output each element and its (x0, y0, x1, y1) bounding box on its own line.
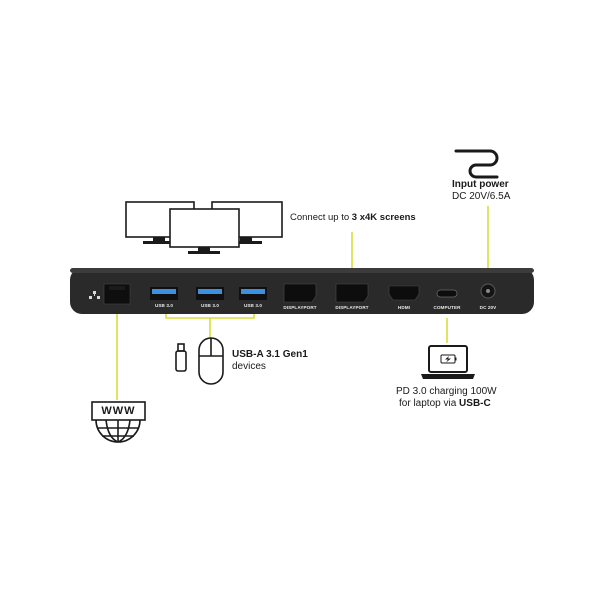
screens-callout: Connect up to 3 x4K screens (290, 212, 416, 223)
monitor-icon (169, 208, 240, 254)
screens-callout-prefix: Connect up to (290, 212, 352, 223)
dc-power-port (480, 283, 496, 299)
usb-c-port (436, 289, 458, 298)
screens-callout-bold: 3 x4K screens (351, 212, 416, 223)
port-label-hdmi: HDMI (397, 305, 411, 310)
charging-callout-prefix: for laptop via (399, 398, 460, 409)
usb-a-port (196, 287, 224, 300)
usb-a-port (150, 287, 178, 300)
charging-icon (440, 354, 457, 364)
displayport-port (283, 283, 317, 303)
port-label-displayport-1: DISPLAYPORT (283, 305, 317, 310)
globe-icon (95, 419, 141, 443)
monitor-group (125, 201, 283, 254)
port-label-usb-2: USB 3.0 (200, 303, 220, 308)
port-label-usb-c: COMPUTER (433, 305, 461, 310)
www-badge-text: WWW (101, 405, 136, 417)
usb-callout-title: USB-A 3.1 Gen1 (232, 349, 308, 360)
power-callout-detail: DC 20V/6.5A (452, 191, 511, 202)
usb-stick-icon (175, 343, 187, 372)
port-label-dc: DC 20V (479, 305, 497, 310)
mouse-icon (198, 337, 224, 385)
port-label-displayport-2: DISPLAYPORT (335, 305, 369, 310)
usb-a-port (239, 287, 267, 300)
usb-callout-detail: devices (232, 361, 266, 372)
displayport-port (335, 283, 369, 303)
charging-callout-bold: USB-C (459, 398, 491, 409)
ethernet-port (103, 283, 131, 305)
ethernet-icon (89, 291, 100, 299)
power-cable-icon (454, 149, 499, 179)
power-callout-title: Input power (452, 179, 509, 190)
port-label-usb-1: USB 3.0 (154, 303, 174, 308)
charging-callout-line1: PD 3.0 charging 100W (396, 386, 497, 397)
www-badge (91, 401, 146, 421)
port-label-usb-3: USB 3.0 (243, 303, 263, 308)
hdmi-port (388, 285, 420, 301)
charging-callout-line2: for laptop via USB-C (399, 398, 491, 409)
